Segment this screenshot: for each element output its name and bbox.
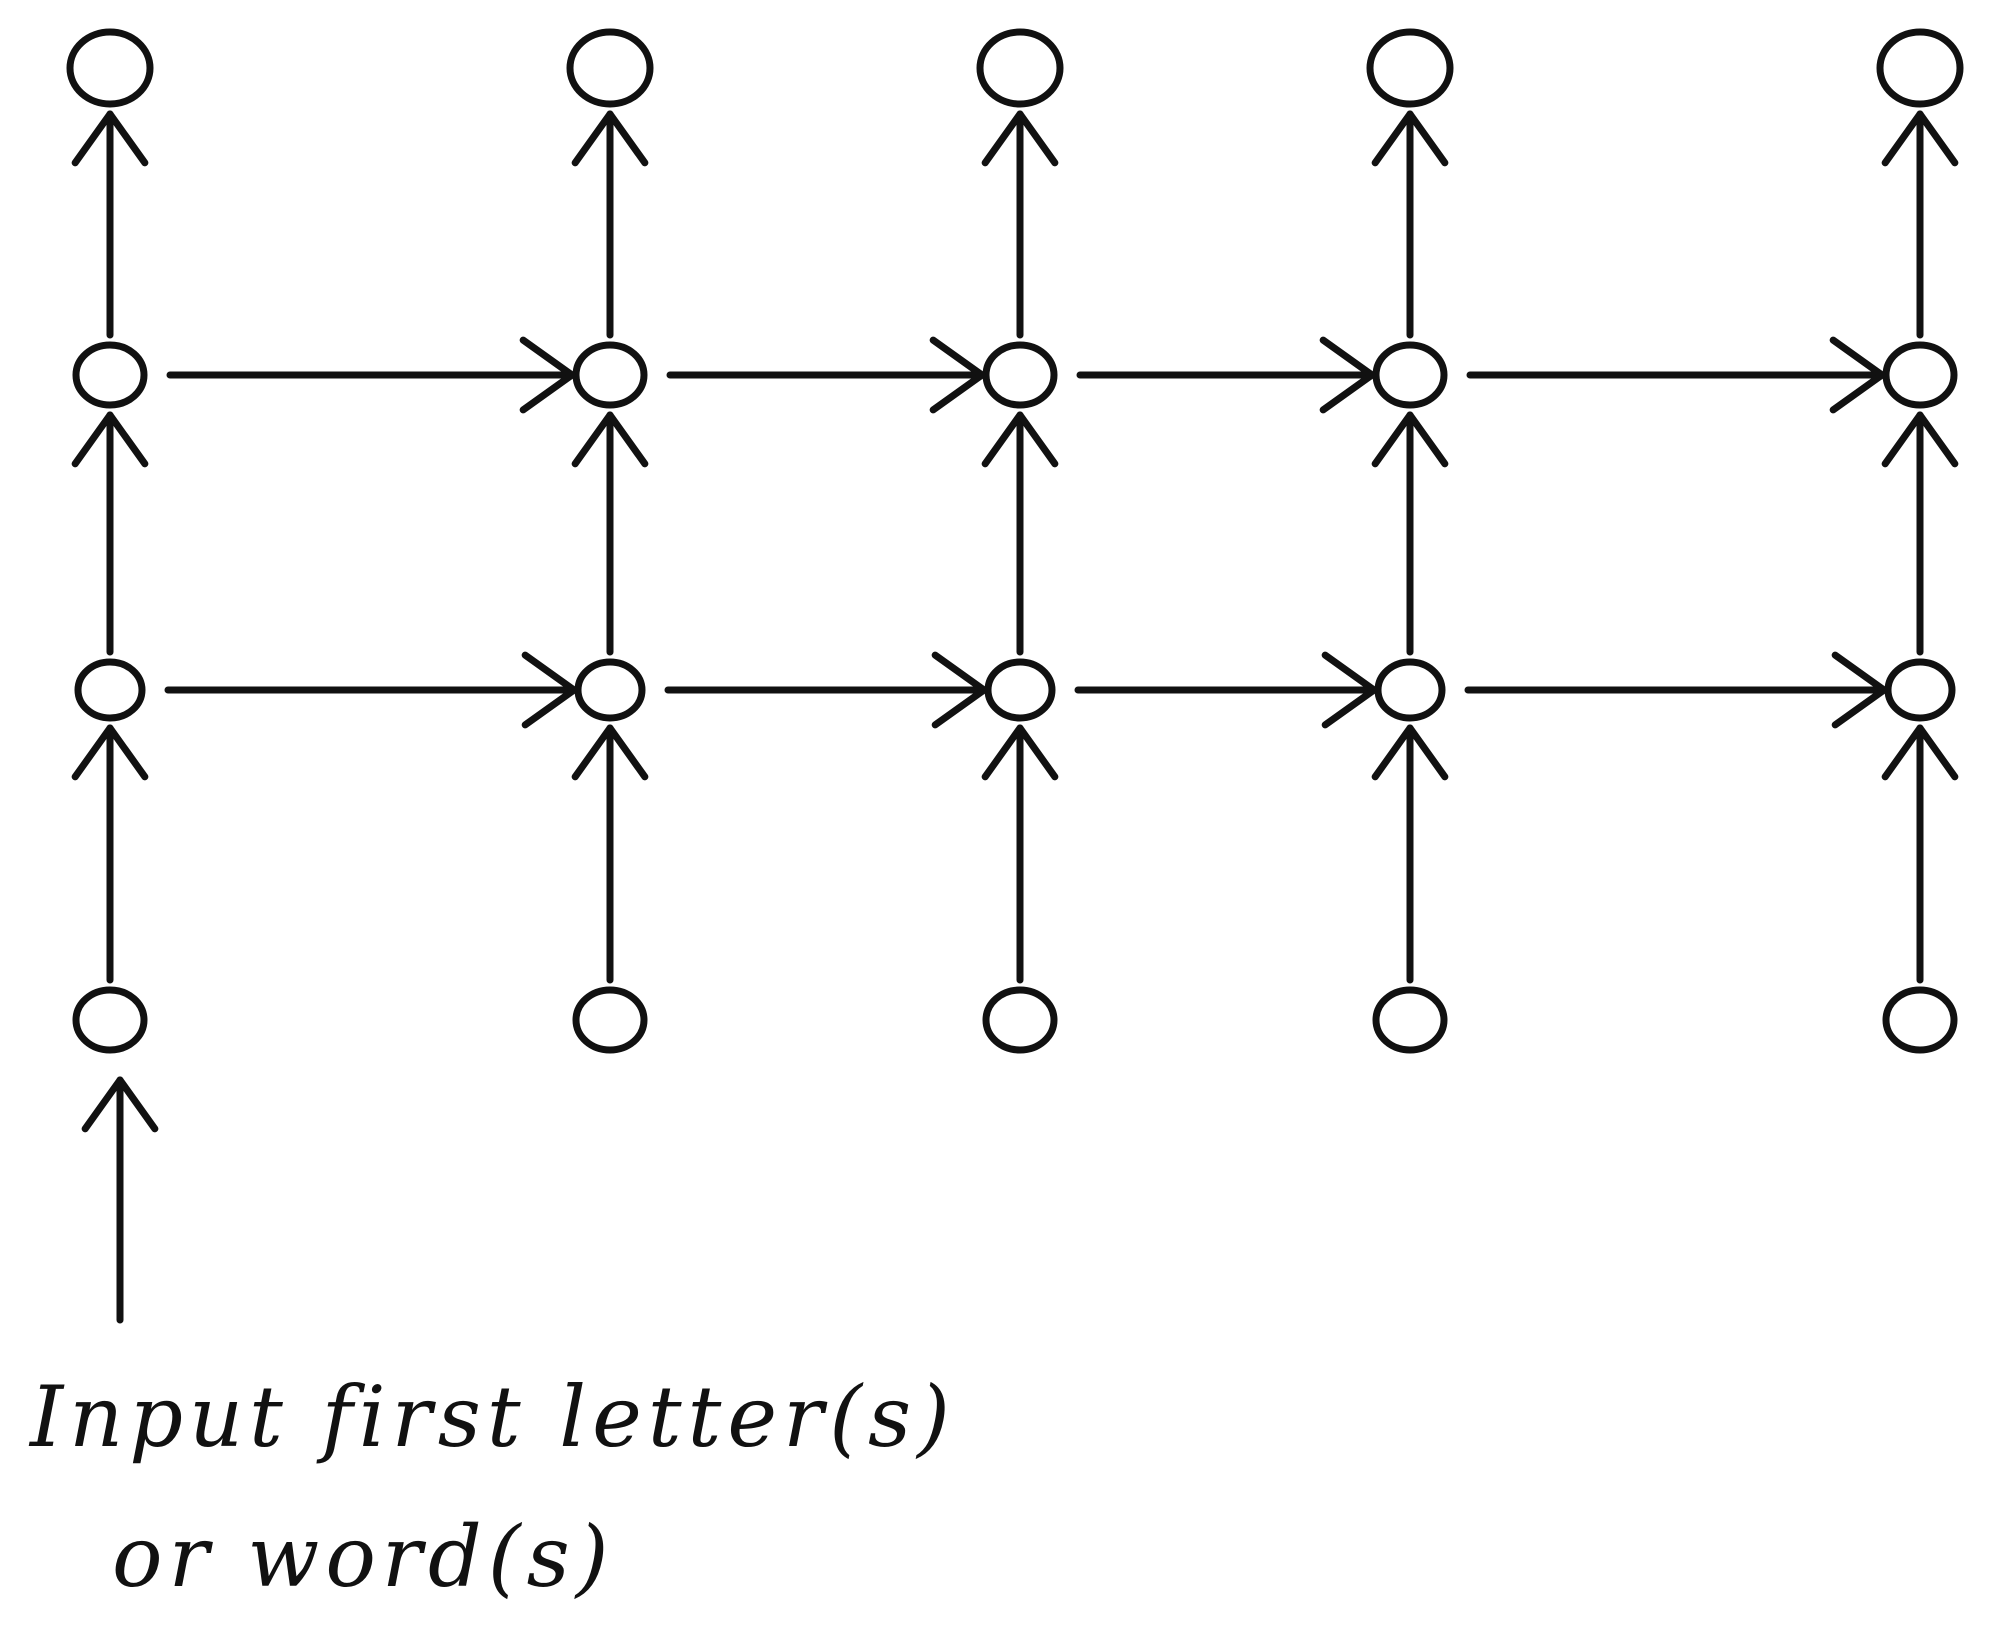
hidden2-to-output-arrow-5 <box>1881 110 1959 339</box>
input-to-hidden1-arrow-3 <box>981 724 1059 984</box>
hidden1-recurrent-arrow-2 <box>664 651 988 729</box>
hidden2-recurrent-arrow-1 <box>166 336 576 414</box>
output-node-5 <box>1876 28 1964 108</box>
hidden1-recurrent-arrow-4 <box>1464 651 1888 729</box>
hidden1-recurrent-arrow-3 <box>1074 651 1378 729</box>
hidden1-to-hidden2-arrow-1 <box>71 411 149 656</box>
hidden1-to-hidden2-arrow-4 <box>1371 411 1449 656</box>
hidden2-to-output-arrow-2 <box>571 110 649 339</box>
hidden1-to-hidden2-arrow-5 <box>1881 411 1959 656</box>
h1-node-5 <box>1884 658 1956 722</box>
hidden1-to-hidden2-arrow-3 <box>981 411 1059 656</box>
annotation-line-1: Input first letter(s) <box>30 1368 956 1466</box>
h2-node-2 <box>572 341 648 409</box>
h1-node-2 <box>574 658 646 722</box>
hidden2-to-output-arrow-4 <box>1371 110 1449 339</box>
input-to-hidden1-arrow-5 <box>1881 724 1959 984</box>
input-node-1 <box>72 986 148 1054</box>
external-input-arrow <box>81 1076 159 1324</box>
input-node-2 <box>572 986 648 1054</box>
h2-node-4 <box>1372 341 1448 409</box>
annotation-line-2: or word(s) <box>112 1508 615 1606</box>
input-node-5 <box>1882 986 1958 1054</box>
h2-node-1 <box>72 341 148 409</box>
input-to-hidden1-arrow-4 <box>1371 724 1449 984</box>
input-node-4 <box>1372 986 1448 1054</box>
hidden2-to-output-arrow-3 <box>981 110 1059 339</box>
output-node-2 <box>566 28 654 108</box>
h1-node-1 <box>74 658 146 722</box>
h2-node-5 <box>1882 341 1958 409</box>
output-node-4 <box>1366 28 1454 108</box>
input-to-hidden1-arrow-2 <box>571 724 649 984</box>
h2-node-3 <box>982 341 1058 409</box>
output-node-3 <box>976 28 1064 108</box>
hidden1-recurrent-arrow-1 <box>164 651 578 729</box>
input-node-3 <box>982 986 1058 1054</box>
h1-node-3 <box>984 658 1056 722</box>
input-to-hidden1-arrow-1 <box>71 724 149 984</box>
output-node-1 <box>66 28 154 108</box>
hidden1-to-hidden2-arrow-2 <box>571 411 649 656</box>
hidden2-recurrent-arrow-3 <box>1076 336 1376 414</box>
hidden2-recurrent-arrow-4 <box>1466 336 1886 414</box>
hidden2-recurrent-arrow-2 <box>666 336 986 414</box>
hidden2-to-output-arrow-1 <box>71 110 149 339</box>
h1-node-4 <box>1374 658 1446 722</box>
